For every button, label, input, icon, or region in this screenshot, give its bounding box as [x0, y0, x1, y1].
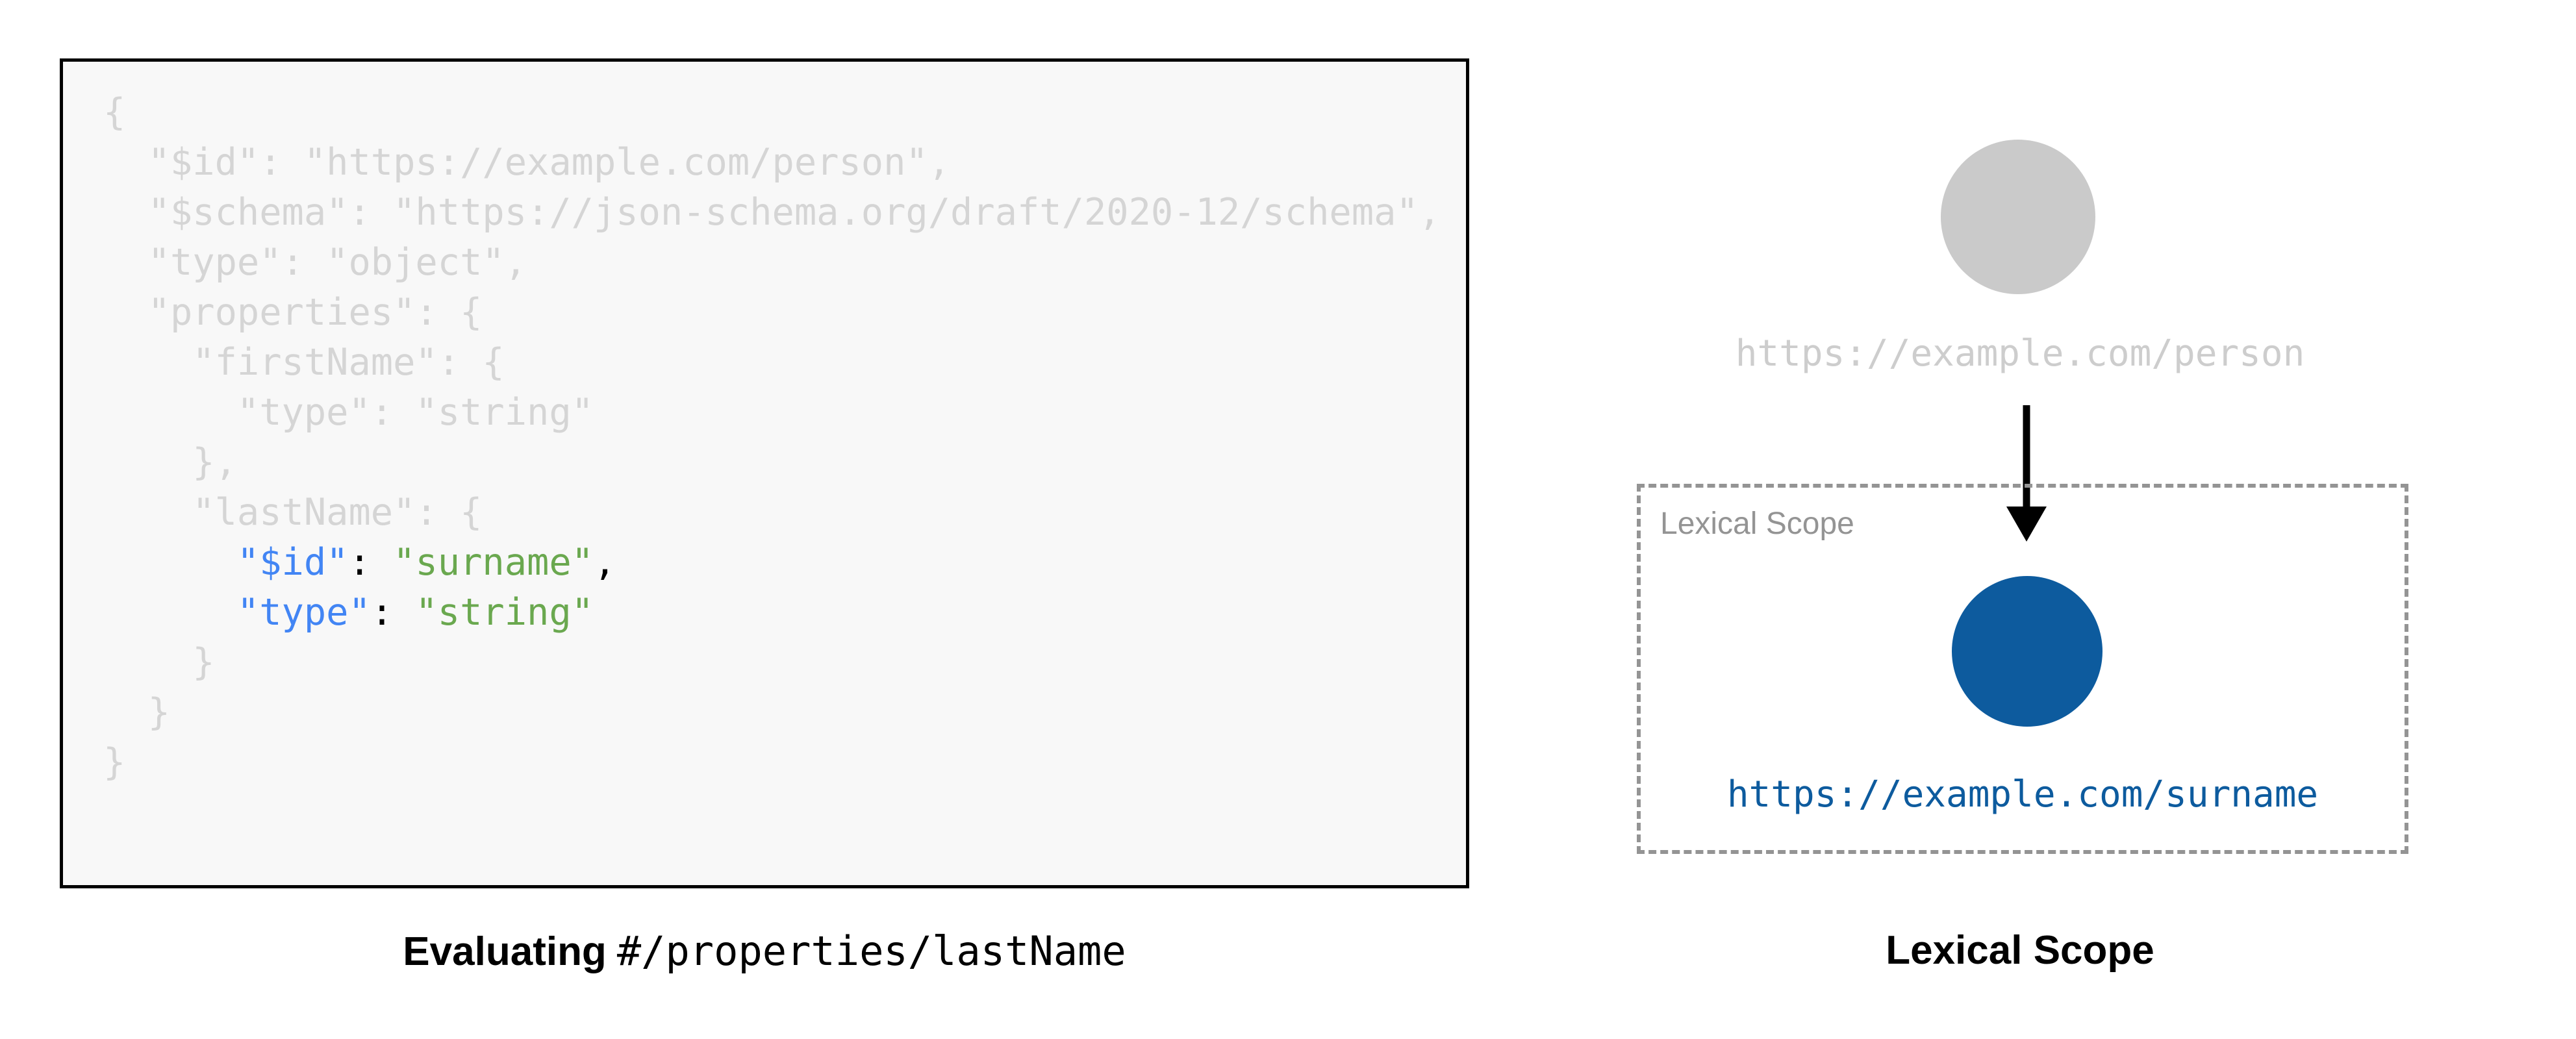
code-token-faded: "$id": "https://example.com/person", — [103, 141, 951, 184]
code-line: "type": "string" — [103, 388, 1441, 438]
code-line: "type": "object", — [103, 238, 1441, 288]
code-token-faded: "$schema": "https://json-schema.org/draf… — [103, 191, 1441, 234]
code-line: "$id": "https://example.com/person", — [103, 138, 1441, 188]
code-token-faded: } — [103, 691, 170, 734]
code-line: "$id": "surname", — [103, 538, 1441, 588]
lexical-scope-diagram-panel: https://example.com/person Lexical Scope… — [1559, 0, 2576, 1039]
root-schema-node-label: https://example.com/person — [1735, 332, 2305, 375]
code-panel-caption: Evaluating#/properties/lastName — [60, 927, 1469, 975]
code-token-faded: "type": "object", — [103, 241, 527, 284]
code-line: "lastName": { — [103, 488, 1441, 538]
lexical-scope-box: Lexical Scope https://example.com/surnam… — [1637, 484, 2408, 854]
code-line: "type": "string" — [103, 588, 1441, 638]
code-token-string: "surname" — [393, 541, 594, 584]
root-schema-node-circle-icon — [1941, 140, 2095, 294]
code-line: } — [103, 738, 1441, 788]
code-token-separator: : — [348, 541, 394, 584]
lexical-scope-box-label: Lexical Scope — [1660, 507, 1854, 541]
code-token-faded: } — [103, 641, 215, 684]
code-token-comma: , — [594, 541, 616, 584]
code-line: } — [103, 638, 1441, 688]
code-token-faded: "lastName": { — [103, 491, 483, 534]
downward-arrow-icon — [2006, 405, 2047, 542]
code-token-indent — [103, 591, 237, 634]
code-token-faded: "type": "string" — [103, 391, 594, 434]
code-token-faded: } — [103, 741, 126, 784]
code-line: "$schema": "https://json-schema.org/draf… — [103, 188, 1441, 238]
scoped-schema-node-label: https://example.com/surname — [1726, 773, 2319, 816]
scoped-schema-node-circle-icon — [1952, 576, 2102, 727]
code-token-key: "$id" — [236, 541, 349, 584]
code-token-faded: }, — [103, 441, 237, 484]
code-line: "properties": { — [103, 288, 1441, 338]
code-line: { — [103, 88, 1441, 138]
json-schema-code-block: { "$id": "https://example.com/person", "… — [60, 58, 1469, 888]
code-line: "firstName": { — [103, 338, 1441, 388]
code-panel: { "$id": "https://example.com/person", "… — [60, 58, 1469, 975]
code-panel-caption-pointer: #/properties/lastName — [616, 927, 1126, 975]
diagram-panel-caption: Lexical Scope — [1886, 928, 2154, 973]
code-token-indent — [103, 541, 237, 584]
code-token-string: "string" — [415, 591, 594, 634]
json-schema-code-listing: { "$id": "https://example.com/person", "… — [103, 88, 1441, 788]
code-token-faded: "firstName": { — [103, 341, 505, 384]
code-token-faded: { — [103, 91, 126, 134]
code-line: }, — [103, 438, 1441, 488]
code-token-key: "type" — [236, 591, 371, 634]
code-line: } — [103, 688, 1441, 738]
code-panel-caption-strong: Evaluating — [403, 929, 607, 974]
code-token-faded: "properties": { — [103, 291, 483, 334]
code-token-separator: : — [370, 591, 416, 634]
